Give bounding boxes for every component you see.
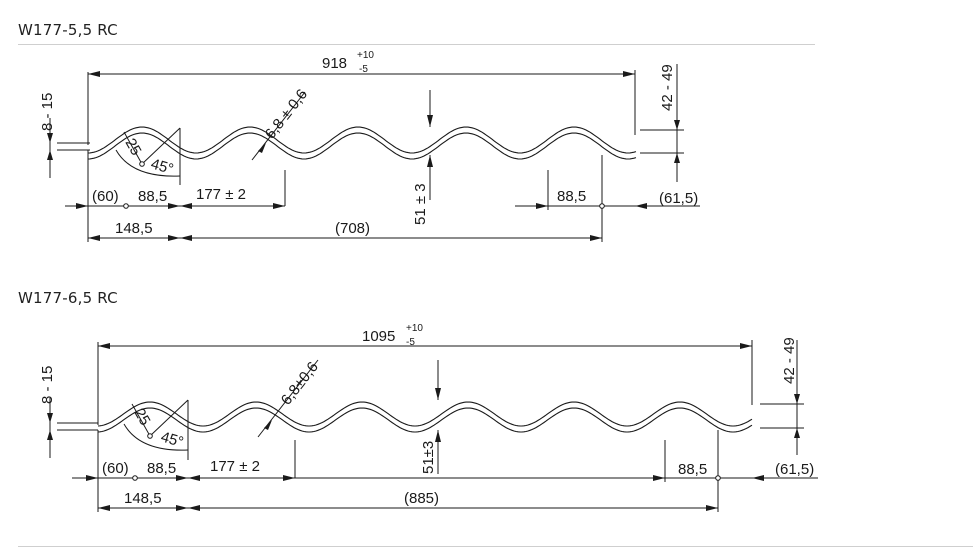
arrowhead [794,428,800,438]
arrowhead [47,430,53,440]
arrowhead [590,235,602,241]
profile-inner-edge [87,132,637,160]
arrowhead [283,475,295,481]
left-offset-label: (60) [102,460,129,477]
overall-tolerance-lower: -5 [406,337,415,348]
overall-tolerance-lower: -5 [359,64,368,75]
depth-label: 51 ± 3 [412,183,429,225]
thickness-label: 6,8±0,6 [278,359,322,409]
edge-height-label: 8 - 15 [39,93,56,131]
angle-arc [115,149,181,177]
overall-tolerance-upper: +10 [406,323,423,334]
arrowhead [188,475,200,481]
left-span-label: 148,5 [124,490,162,507]
profile-outer-edge [97,401,753,427]
profile-inner-edge [97,407,753,433]
arrowhead [427,155,433,167]
arrowhead [706,505,718,511]
arrowhead [674,120,680,130]
depth-label: 51±3 [420,441,437,474]
left-span-label: 148,5 [115,220,153,237]
arrowhead [752,475,764,481]
arrowhead [176,475,188,481]
arrowhead [435,430,441,442]
arrowhead [635,203,647,209]
overall-length-label: 918 [322,55,347,72]
arrowhead [47,150,53,160]
left-pitch-label: 88,5 [147,460,176,477]
arrowhead [740,343,752,349]
arrowhead [86,475,98,481]
pitch-label: 177 ± 2 [196,186,246,203]
right-offset-label: (61,5) [659,190,698,207]
center-point [147,433,153,439]
pitch-label: 177 ± 2 [210,458,260,475]
center-point [132,475,138,481]
arrowhead [98,343,110,349]
overall-tolerance-upper: +10 [357,50,374,61]
center-point [599,203,605,209]
arrowhead [273,203,285,209]
center-point [123,203,129,209]
middle-span-label: (708) [335,220,370,237]
arrowhead [168,235,180,241]
sheet-profile [87,126,637,160]
center-point [139,161,145,167]
right-pitch-label: 88,5 [678,461,707,478]
arrowhead [427,115,433,127]
radius-line [131,403,151,437]
radius-line [123,131,143,165]
arrowhead [794,394,800,404]
arrowhead [435,388,441,400]
arrowhead [176,505,188,511]
arrowhead [180,235,192,241]
section-title-w177-5-5: W177-5,5 RC [18,21,118,39]
right-offset-label: (61,5) [775,461,814,478]
section-title-w177-6-5: W177-6,5 RC [18,289,118,307]
angle-construction-line [141,127,181,165]
arrowhead [47,413,53,423]
radius-label: 25 [131,406,154,429]
left-offset-label: (60) [92,188,119,205]
angle-label: 45° [149,156,175,179]
profile-drawing-w177-6-5: 1095 +10 -5 8 - 15 42 - 49 6,8±0,6 25 45… [39,323,818,512]
profile-drawing-w177-5-5: 918 +10 -5 8 - 15 42 - 49 6,8 ± 0,6 25 4… [39,50,700,242]
angle-construction-line [149,399,189,437]
arrowhead [98,505,110,511]
sheet-profile [97,401,753,433]
middle-span-label: (885) [404,490,439,507]
arrowhead [653,475,665,481]
arrowhead [536,203,548,209]
section-divider [18,546,973,547]
edge-height-label: 8 - 15 [39,366,56,404]
angle-arc [123,423,189,451]
right-pitch-label: 88,5 [557,188,586,205]
total-height-label: 42 - 49 [659,64,676,111]
arrowhead [88,71,100,77]
center-point [715,475,721,481]
profile-outer-edge [87,126,637,154]
radius-label: 25 [122,136,145,159]
arrowhead [258,143,266,153]
arrowhead [88,235,100,241]
arrowhead [188,505,200,511]
section-divider [18,44,815,45]
total-height-label: 42 - 49 [781,337,798,384]
arrowhead [180,203,192,209]
overall-length-label: 1095 [362,328,395,345]
arrowhead [264,420,272,430]
arrowhead [674,153,680,163]
arrowhead [168,203,180,209]
angle-label: 45° [159,429,185,452]
left-pitch-label: 88,5 [138,188,167,205]
arrowhead [47,133,53,143]
arrowhead [623,71,635,77]
arrowhead [76,203,88,209]
